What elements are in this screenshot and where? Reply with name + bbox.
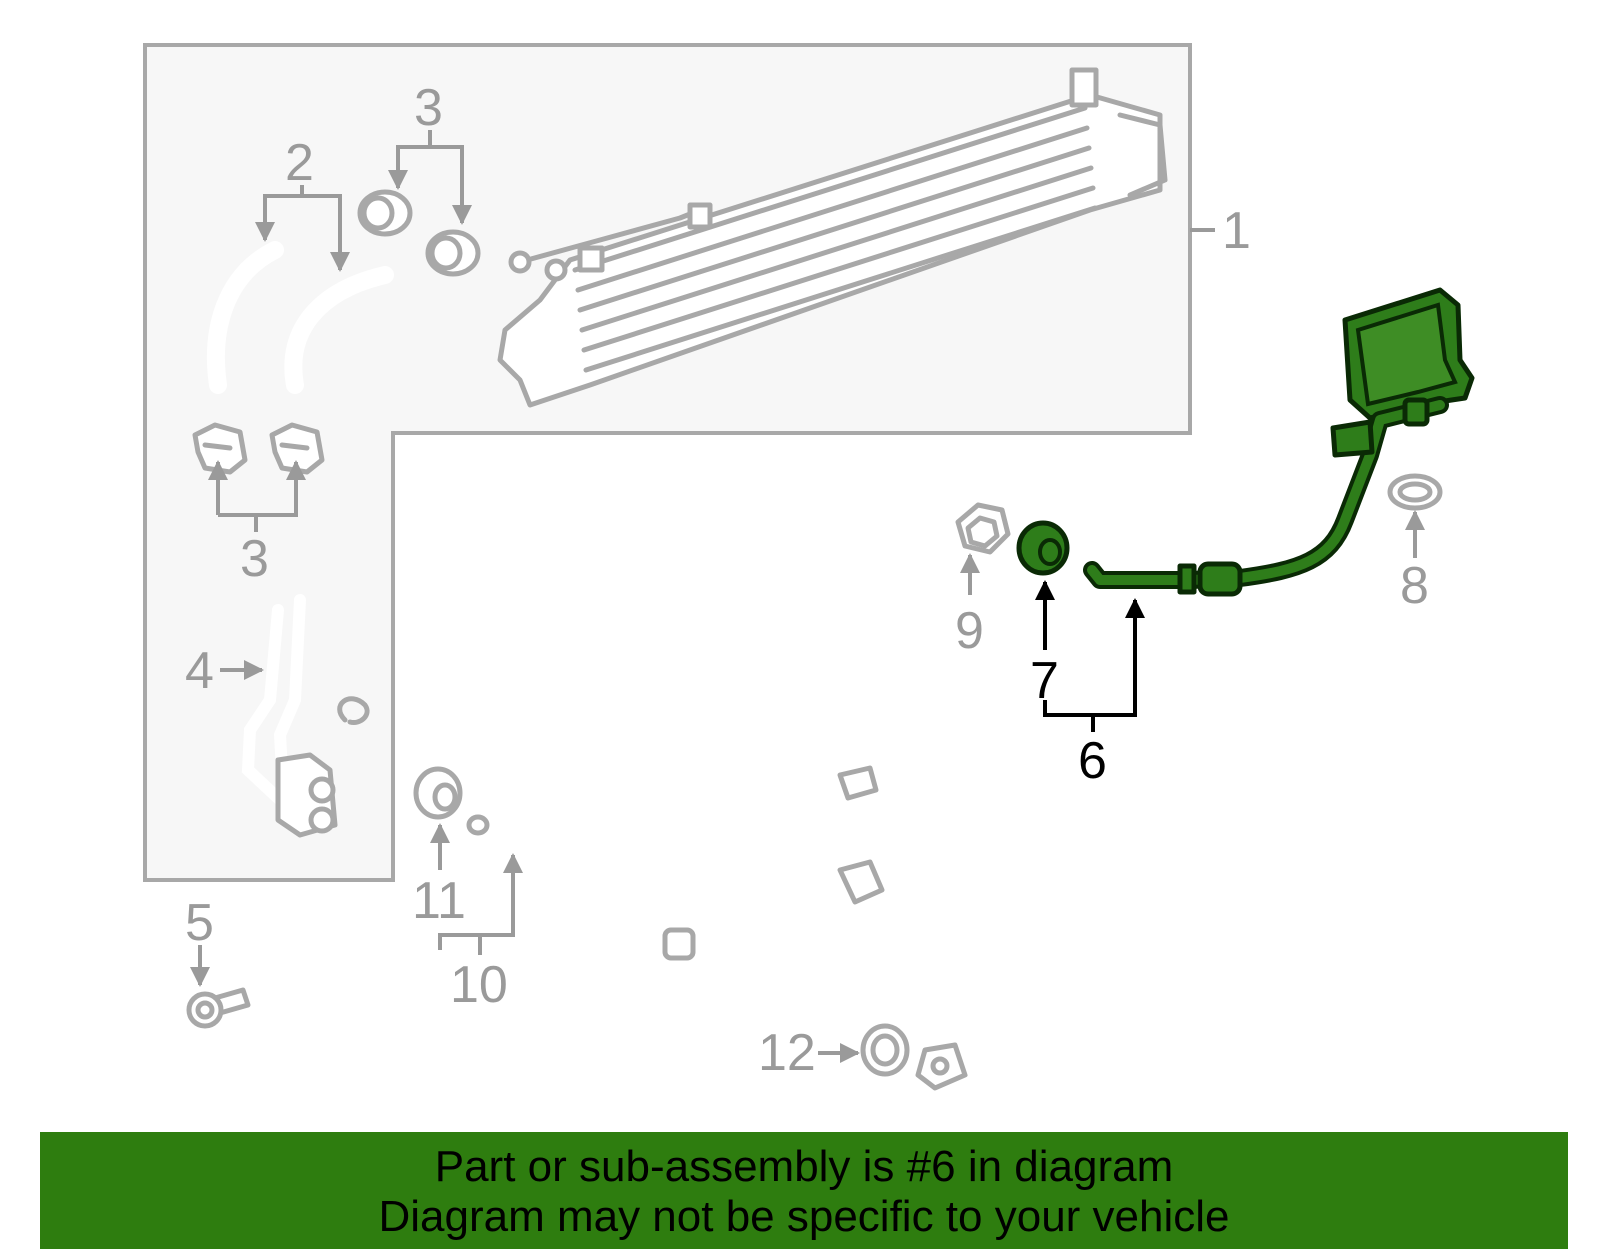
callout-12: 12 xyxy=(758,1024,816,1082)
callout-3-upper: 3 xyxy=(414,79,443,137)
grommet-part-7[interactable] xyxy=(1016,520,1070,576)
callout-10: 10 xyxy=(450,956,508,1014)
hose-clamps-upper-part-3[interactable] xyxy=(357,189,481,277)
callout-9: 9 xyxy=(955,602,984,660)
leader-3b-right xyxy=(218,460,306,517)
info-banner: Part or sub-assembly is #6 in diagram Di… xyxy=(40,1132,1568,1249)
cooler-hoses-part-2[interactable] xyxy=(206,241,394,394)
callout-3-lower: 3 xyxy=(240,530,269,588)
leader-3a-left xyxy=(388,145,430,190)
cooler-inlet-pipe-part-10[interactable] xyxy=(466,679,996,1091)
hose-clamps-lower-part-3[interactable] xyxy=(192,422,325,475)
callout-2: 2 xyxy=(285,134,314,192)
o-ring-part-12[interactable] xyxy=(860,1023,910,1077)
callout-6: 6 xyxy=(1078,732,1107,790)
oil-cooler-part-1[interactable] xyxy=(497,67,1168,408)
callout-5: 5 xyxy=(185,894,214,952)
leader-6 xyxy=(1043,598,1145,717)
cooler-outlet-pipe-part-6[interactable] xyxy=(1083,287,1475,597)
bolt-part-5[interactable] xyxy=(186,987,251,1029)
callout-11: 11 xyxy=(412,872,466,930)
leader-2b xyxy=(255,194,300,242)
leader-10 xyxy=(438,853,523,950)
exploded-parts-diagram: 1 2 3 3 xyxy=(143,43,1475,1091)
grommet-part-11[interactable] xyxy=(413,766,463,820)
callout-4: 4 xyxy=(185,642,214,700)
callout-1: 1 xyxy=(1222,202,1251,260)
nut-part-9[interactable] xyxy=(955,502,1011,555)
callout-8: 8 xyxy=(1400,557,1429,615)
banner-line-part-reference: Part or sub-assembly is #6 in diagram xyxy=(434,1142,1174,1191)
banner-line-disclaimer: Diagram may not be specific to your vehi… xyxy=(378,1192,1230,1241)
tube-fitting-part-4[interactable] xyxy=(241,594,370,838)
o-ring-part-8[interactable] xyxy=(1387,473,1443,511)
